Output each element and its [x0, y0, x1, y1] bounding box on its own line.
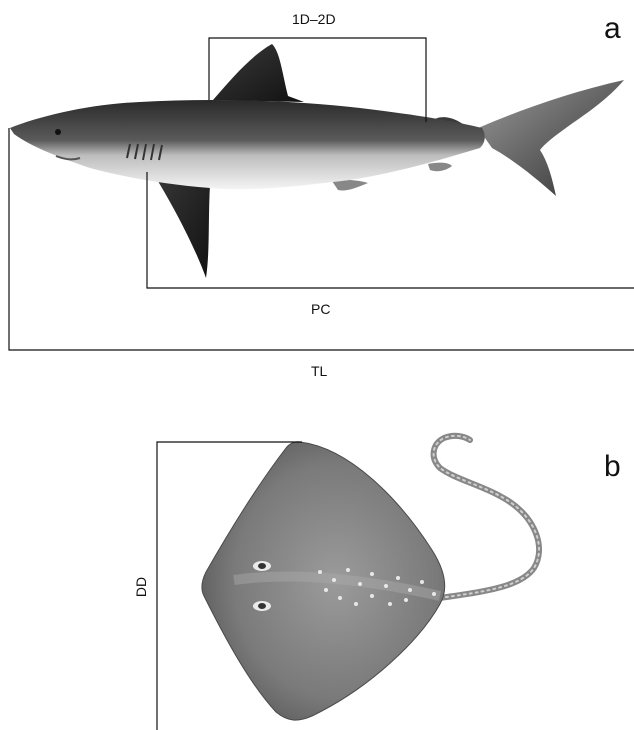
shark-body — [10, 100, 485, 189]
panel-label-a: a — [604, 14, 621, 44]
shark-illustration — [10, 44, 624, 278]
label-pc: PC — [311, 302, 330, 316]
stingray-illustration — [202, 436, 539, 720]
label-dd: DD — [134, 577, 148, 597]
panel-label-b: b — [604, 452, 621, 482]
label-1d-2d: 1D–2D — [292, 12, 336, 26]
measure-pc-line — [147, 172, 634, 288]
first-dorsal-fin — [213, 44, 304, 102]
label-tl: TL — [311, 364, 327, 378]
anal-fin — [428, 163, 452, 172]
stingray-tail — [434, 436, 539, 598]
shark-eye — [55, 129, 61, 135]
caudal-fin — [478, 80, 624, 196]
